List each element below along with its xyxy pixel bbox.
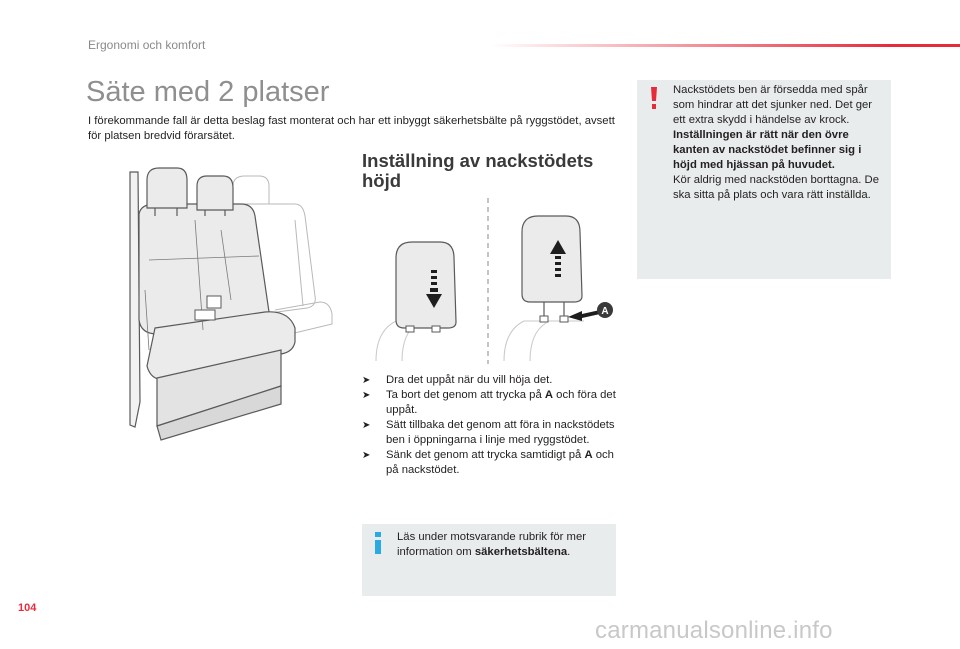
warning-icon bbox=[651, 87, 657, 109]
info-text-start: Läs under motsvarande rubrik för mer inf… bbox=[397, 531, 586, 558]
step-bold: A bbox=[584, 449, 593, 461]
section-heading-line2: höjd bbox=[362, 170, 402, 191]
step-text: Dra det uppåt när du vill höja det. bbox=[386, 374, 553, 386]
section-header: Ergonomi och komfort bbox=[88, 38, 206, 52]
step-text: Ta bort det genom att trycka på bbox=[386, 389, 545, 401]
seat-illustration bbox=[129, 167, 333, 441]
step-text: Sätt tillbaka det genom att föra in nack… bbox=[386, 419, 615, 446]
list-item: ➤ Sätt tillbaka det genom att föra in na… bbox=[362, 418, 616, 448]
intro-paragraph: I förekommande fall är detta beslag fast… bbox=[88, 115, 615, 142]
warning-text-2: Kör aldrig med nackstöden borttagna. De … bbox=[673, 174, 879, 201]
info-box: Läs under motsvarande rubrik för mer inf… bbox=[362, 524, 616, 596]
info-text-end: . bbox=[567, 546, 571, 558]
bullet-icon: ➤ bbox=[362, 450, 371, 461]
watermark: carmanualsonline.info bbox=[595, 617, 833, 644]
list-item: ➤ Dra det uppåt när du vill höja det. bbox=[362, 373, 616, 388]
section-heading-line1: Inställning av nackstödets bbox=[362, 150, 594, 171]
page-number: 104 bbox=[18, 602, 37, 614]
info-icon bbox=[375, 532, 381, 554]
info-text: Läs under motsvarande rubrik för mer inf… bbox=[397, 530, 607, 560]
list-item: ➤ Ta bort det genom att trycka på A och … bbox=[362, 388, 616, 418]
step-bold: A bbox=[544, 389, 554, 401]
label-a: A bbox=[601, 306, 608, 317]
bullet-icon: ➤ bbox=[362, 390, 371, 401]
step-text-end: och föra det uppåt. bbox=[386, 389, 616, 416]
warning-box: Nackstödets ben är försedda med spår som… bbox=[637, 80, 891, 279]
step-text: Sänk det genom att trycka samtidigt på bbox=[386, 449, 585, 461]
instruction-list: ➤ Dra det uppåt när du vill höja det. ➤ … bbox=[362, 373, 616, 478]
page-title: Säte med 2 platser bbox=[86, 76, 330, 108]
bullet-icon: ➤ bbox=[362, 375, 371, 386]
warning-text-1: Nackstödets ben är försedda med spår som… bbox=[673, 84, 873, 126]
warning-text: Nackstödets ben är försedda med spår som… bbox=[673, 83, 885, 203]
list-item: ➤ Sänk det genom att trycka samtidigt på… bbox=[362, 448, 616, 478]
step-text-end: och på nackstödet. bbox=[386, 449, 614, 476]
warning-text-bold: Inställningen är rätt när den övre kante… bbox=[673, 129, 862, 171]
info-text-bold: säkerhetsbältena bbox=[474, 546, 568, 558]
header-rule bbox=[490, 44, 960, 47]
section-heading: Inställning av nackstödets höjd bbox=[362, 151, 622, 191]
headrest-adjustment-illustration: A bbox=[375, 198, 613, 364]
bullet-icon: ➤ bbox=[362, 420, 371, 431]
